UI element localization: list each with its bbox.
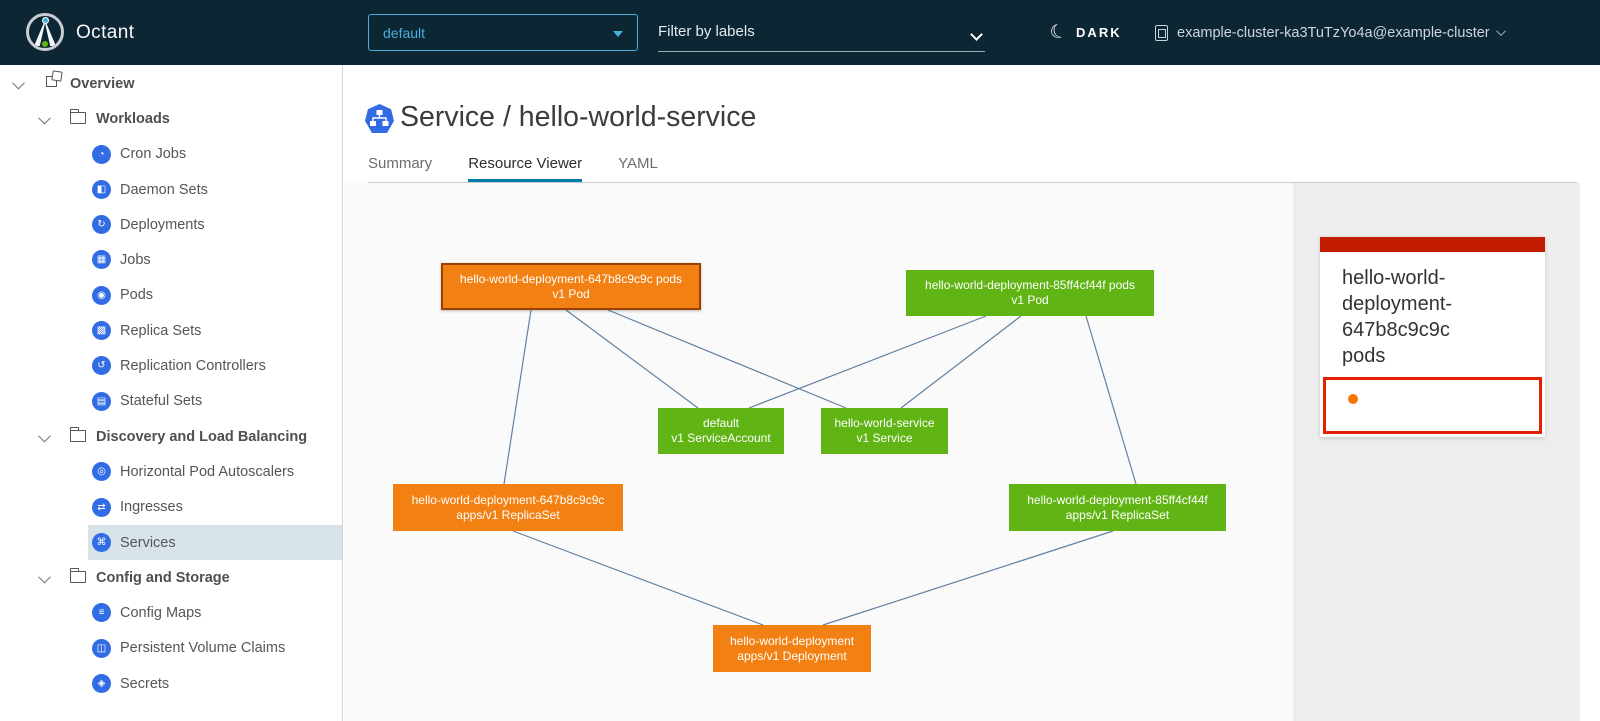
graph-node-pods-647b8c9c9c[interactable]: hello-world-deployment-647b8c9c9c pods v… bbox=[441, 263, 701, 310]
sidebar-item-config-maps[interactable]: ≡ Config Maps bbox=[0, 595, 342, 630]
graph-node-pods-85ff4cf44f[interactable]: hello-world-deployment-85ff4cf44f pods v… bbox=[906, 270, 1154, 316]
ingress-icon: ⇄ bbox=[92, 497, 111, 517]
label-filter bbox=[658, 14, 985, 52]
moon-icon: ☾ bbox=[1047, 19, 1070, 46]
cronjob-icon: ◔ bbox=[92, 144, 111, 164]
graph-node-deployment-hello-world[interactable]: hello-world-deployment apps/v1 Deploymen… bbox=[713, 625, 871, 672]
replicaset-icon: ▩ bbox=[92, 321, 111, 341]
folder-icon bbox=[70, 426, 86, 442]
sidebar-item-horizontal-pod-autoscalers[interactable]: ◎ Horizontal Pod Autoscalers bbox=[0, 454, 342, 489]
sidebar-section-config-and-storage[interactable]: Config and Storage bbox=[0, 560, 342, 595]
app-title: Octant bbox=[76, 21, 135, 43]
page-title: Service / hello-world-service bbox=[400, 101, 757, 133]
octant-logo-icon bbox=[26, 13, 64, 51]
sidebar-item-replica-sets[interactable]: ▩ Replica Sets bbox=[0, 313, 342, 348]
card-title: hello-world-deployment-647b8c9c9c pods bbox=[1342, 267, 1453, 367]
sidebar-item-replication-controllers[interactable]: ↺ Replication Controllers bbox=[0, 348, 342, 383]
graph-node-replicaset-647b8c9c9c[interactable]: hello-world-deployment-647b8c9c9c apps/v… bbox=[393, 484, 623, 531]
service-resource-icon bbox=[365, 104, 394, 133]
sidebar-section-workloads[interactable]: Workloads bbox=[0, 101, 342, 136]
tab-yaml[interactable]: YAML bbox=[618, 155, 658, 172]
sidebar-item-cron-jobs[interactable]: ◔ Cron Jobs bbox=[0, 137, 342, 172]
folder-icon bbox=[70, 109, 86, 125]
sidebar-item-stateful-sets[interactable]: ▤ Stateful Sets bbox=[0, 384, 342, 419]
sidebar-item-ingresses[interactable]: ⇄ Ingresses bbox=[0, 490, 342, 525]
chevron-down-icon bbox=[1495, 26, 1506, 37]
main-content: Service / hello-world-service Summary Re… bbox=[344, 65, 1600, 721]
cluster-context-selector[interactable]: example-cluster-ka3TuTzYo4a@example-clus… bbox=[1155, 0, 1506, 65]
card-status-bar bbox=[1320, 237, 1545, 252]
filter-by-labels-input[interactable] bbox=[658, 14, 958, 48]
status-dot-icon bbox=[1348, 394, 1358, 404]
secret-icon: ◈ bbox=[92, 674, 111, 694]
statefulset-icon: ▤ bbox=[92, 391, 111, 411]
dark-theme-toggle[interactable]: ☾ DARK bbox=[1047, 0, 1122, 65]
resource-graph: hello-world-deployment-647b8c9c9c pods v… bbox=[344, 183, 1293, 721]
sidebar-item-pods[interactable]: ◉ Pods bbox=[0, 278, 342, 313]
sidebar-item-persistent-volume-claims[interactable]: ◫ Persistent Volume Claims bbox=[0, 631, 342, 666]
sidebar-nav: Overview Workloads ◔ Cron Jobs ◧ Daemon … bbox=[0, 65, 343, 721]
app-header: Octant default ☾ DARK example-cluster-ka… bbox=[0, 0, 1600, 65]
graph-node-serviceaccount-default[interactable]: default v1 ServiceAccount bbox=[658, 408, 784, 454]
dropdown-caret-icon bbox=[613, 31, 623, 37]
deployment-icon: ↻ bbox=[92, 215, 111, 235]
tab-resource-viewer[interactable]: Resource Viewer bbox=[468, 145, 583, 182]
cluster-icon bbox=[1155, 24, 1168, 41]
chevron-down-icon[interactable] bbox=[970, 28, 983, 41]
service-icon: ⌘ bbox=[92, 532, 111, 552]
cluster-context-label: example-cluster-ka3TuTzYo4a@example-clus… bbox=[1177, 24, 1490, 41]
tab-bar: Summary Resource Viewer YAML bbox=[368, 145, 694, 182]
hpa-icon: ◎ bbox=[92, 462, 111, 482]
namespace-selector[interactable]: default bbox=[368, 14, 638, 51]
sidebar-item-daemon-sets[interactable]: ◧ Daemon Sets bbox=[0, 172, 342, 207]
sidebar-item-services[interactable]: ⌘ Services bbox=[0, 524, 342, 561]
sidebar-item-secrets[interactable]: ◈ Secrets bbox=[0, 666, 342, 701]
namespace-value: default bbox=[383, 24, 426, 41]
job-icon: ▦ bbox=[92, 250, 111, 270]
content-header: Service / hello-world-service Summary Re… bbox=[344, 65, 1600, 183]
replication-controller-icon: ↺ bbox=[92, 356, 111, 376]
graph-edges bbox=[503, 309, 1137, 626]
card-status-box bbox=[1323, 377, 1542, 434]
tab-summary[interactable]: Summary bbox=[368, 155, 433, 172]
objects-icon bbox=[46, 76, 57, 87]
graph-node-replicaset-85ff4cf44f[interactable]: hello-world-deployment-85ff4cf44f apps/v… bbox=[1009, 484, 1226, 531]
node-detail-panel: hello-world-deployment-647b8c9c9c pods bbox=[1293, 183, 1580, 721]
folder-icon bbox=[70, 568, 86, 584]
tab-divider bbox=[368, 182, 1577, 183]
graph-node-service-hello-world-service[interactable]: hello-world-service v1 Service bbox=[821, 408, 948, 454]
sidebar-section-discovery-and-load-balancing[interactable]: Discovery and Load Balancing bbox=[0, 419, 342, 454]
pvc-icon: ◫ bbox=[92, 638, 111, 658]
configmap-icon: ≡ bbox=[92, 603, 111, 623]
dark-label: DARK bbox=[1076, 25, 1122, 40]
selected-node-card: hello-world-deployment-647b8c9c9c pods bbox=[1320, 237, 1545, 437]
pod-icon: ◉ bbox=[92, 285, 111, 305]
daemonset-icon: ◧ bbox=[92, 179, 111, 199]
sidebar-item-overview[interactable]: Overview bbox=[0, 66, 342, 101]
sidebar-item-deployments[interactable]: ↻ Deployments bbox=[0, 207, 342, 242]
sidebar-item-jobs[interactable]: ▦ Jobs bbox=[0, 242, 342, 277]
